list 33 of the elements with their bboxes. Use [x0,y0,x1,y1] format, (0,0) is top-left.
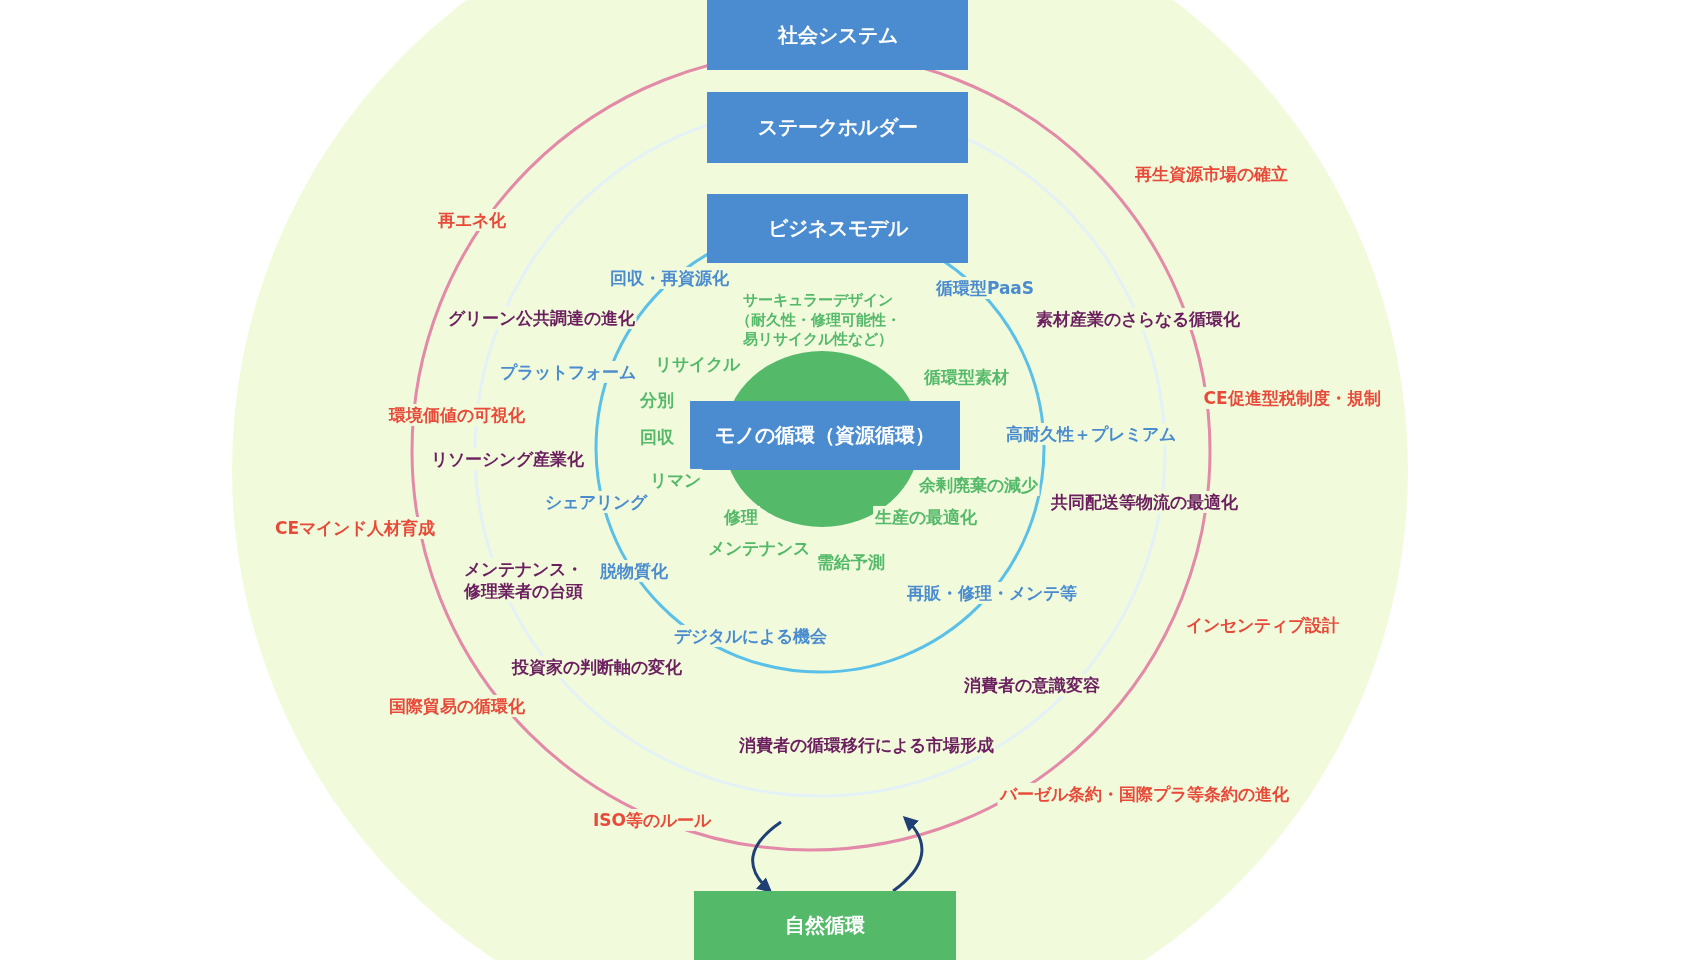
keyword-label: シェアリング [543,490,649,514]
keyword-label: 修理 [722,505,760,529]
layer-box: 社会システム [707,0,968,70]
keyword-label: 消費者の意識変容 [962,673,1102,697]
keyword-label: 回収 [638,425,676,449]
keyword-label: デジタルによる機会 [671,624,829,648]
keyword-label: 再エネ化 [436,208,508,232]
curved-arrow [892,815,924,893]
keyword-label: 脱物質化 [598,559,670,583]
keyword-label: 高耐久性＋プレミアム [1004,422,1178,446]
keyword-label: 再生資源市場の確立 [1132,162,1290,186]
curved-arrow [751,820,782,894]
keyword-label: 素材産業のさらなる循環化 [1034,307,1242,331]
keyword-label: 需給予測 [815,550,887,574]
keyword-label: 国際貿易の循環化 [387,694,527,718]
keyword-label: 消費者の循環移行による市場形成 [736,733,996,757]
layer-box: 自然循環 [694,891,956,960]
keyword-label: プラットフォーム [498,360,638,384]
keyword-label: 余剰廃棄の減少 [916,473,1040,497]
layer-box: モノの循環（資源循環） [690,401,960,470]
keyword-label: 循環型素材 [921,365,1011,389]
keyword-label: ISO等のルール [591,808,713,832]
keyword-label: 再販・修理・メンテ等 [905,581,1079,605]
keyword-label: 環境価値の可視化 [387,403,527,427]
keyword-label: CEマインド人材育成 [272,516,438,540]
keyword-label: インセンティブ設計 [1183,613,1341,637]
keyword-label: CE促進型税制度・規制 [1201,386,1383,410]
keyword-label: 生産の最適化 [873,505,979,529]
layer-box: ビジネスモデル [707,194,968,263]
keyword-label: 共同配送等物流の最適化 [1048,490,1240,514]
keyword-label: 投資家の判断軸の変化 [510,655,684,679]
keyword-label: バーゼル条約・国際プラ等条約の進化 [997,782,1291,806]
layer-box: ステークホルダー [707,92,968,163]
